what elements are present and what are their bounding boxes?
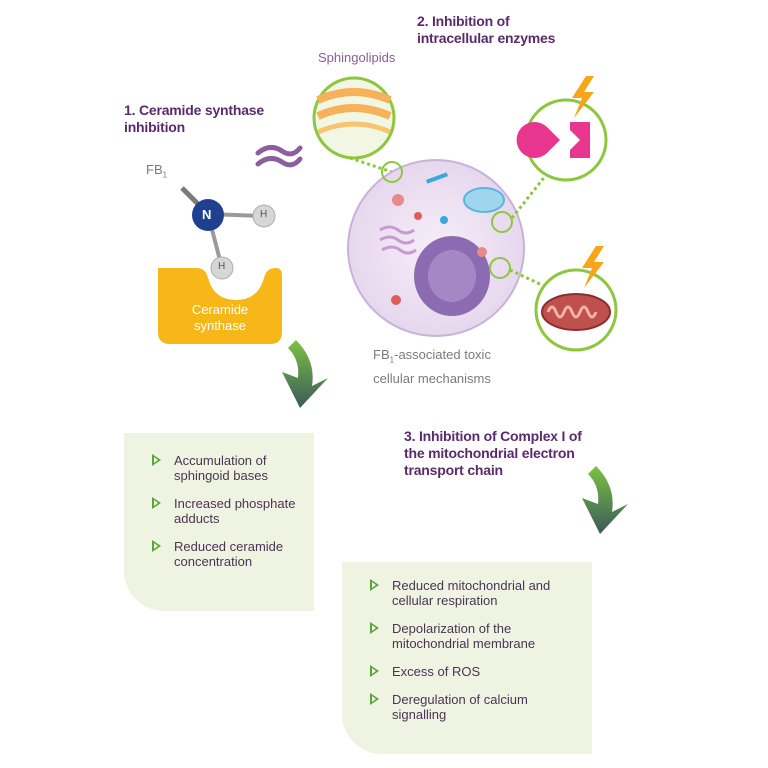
hydrogen-label-1: H <box>260 209 268 220</box>
enzyme-icon <box>516 98 608 182</box>
cell-illustration <box>347 159 525 337</box>
mitochondrion-icon <box>534 268 618 352</box>
ceramide-synthase-shape <box>158 268 282 344</box>
hydrogen-atom-1 <box>252 204 276 228</box>
nitrogen-atom <box>192 199 224 231</box>
hydrogen-atom-2 <box>210 256 234 280</box>
fb1-label: FB1 <box>146 162 168 180</box>
curved-arrow-icon <box>582 466 628 534</box>
curved-arrow-icon <box>282 340 328 408</box>
triangle-bullet-icon <box>152 540 161 552</box>
triangle-bullet-icon <box>152 497 161 509</box>
nitrogen-label: N <box>202 207 212 222</box>
hydrogen-label-2: H <box>218 261 226 272</box>
wavy-lines-icon <box>255 145 303 168</box>
ceramide-synthase-label: Ceramide synthase <box>191 302 249 333</box>
sphingolipid-bilayer-icon <box>312 76 396 160</box>
list-item: Excess of ROS <box>370 664 592 679</box>
lightning-icon <box>572 76 594 118</box>
triangle-bullet-icon <box>370 579 379 591</box>
cell-caption: FB1-associated toxic cellular mechanisms <box>373 347 491 386</box>
triangle-bullet-icon <box>370 665 379 677</box>
step1-heading: 1. Ceramide synthase inhibition <box>124 102 264 135</box>
step2-heading: 2. Inhibition of intracellular enzymes <box>417 13 556 46</box>
sphingolipids-label: Sphingolipids <box>318 50 396 65</box>
lightning-icon <box>582 246 604 288</box>
triangle-bullet-icon <box>370 693 379 705</box>
triangle-bullet-icon <box>370 622 379 634</box>
step3-heading: 3. Inhibition of Complex I of the mitoch… <box>404 428 582 478</box>
triangle-bullet-icon <box>152 454 161 466</box>
